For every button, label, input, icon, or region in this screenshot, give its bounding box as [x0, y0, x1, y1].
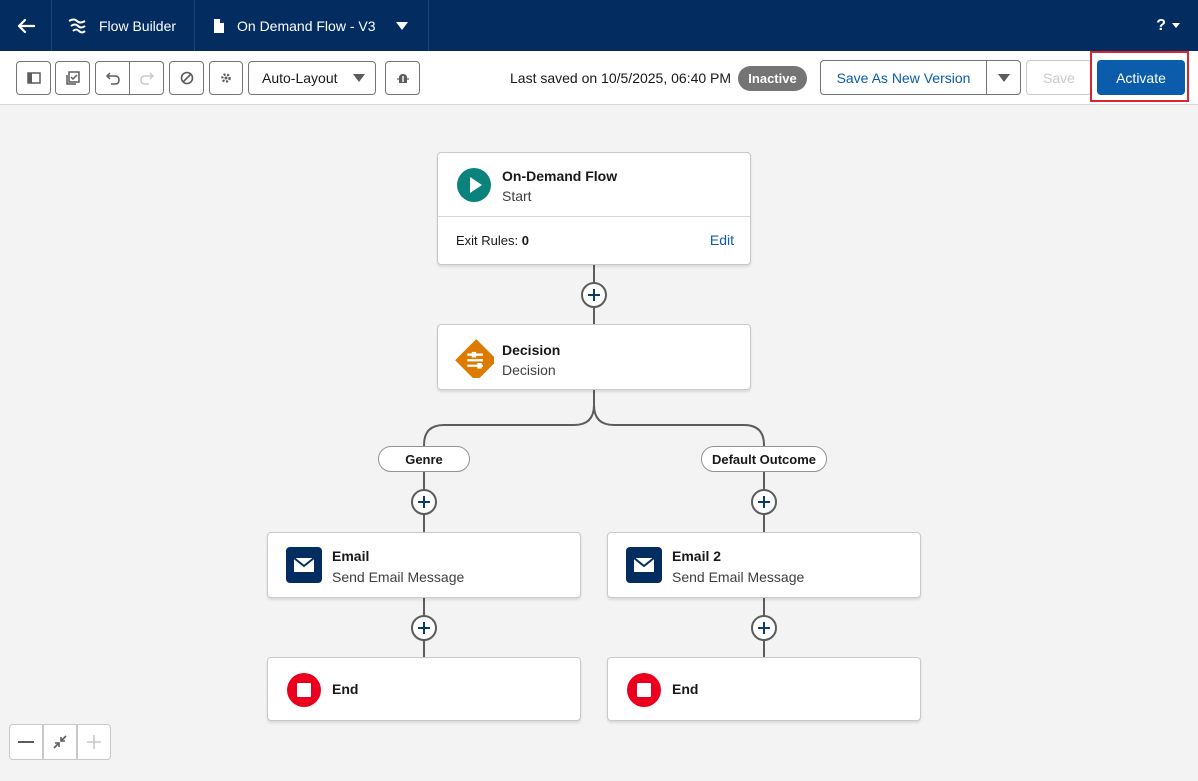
undo-button[interactable]	[95, 61, 130, 95]
disable-button[interactable]	[169, 61, 204, 95]
edit-exit-rules-link[interactable]: Edit	[709, 232, 734, 248]
start-node-title: On-Demand Flow	[502, 168, 618, 184]
plus-icon	[758, 496, 770, 508]
ban-icon	[180, 71, 193, 85]
redo-icon	[139, 72, 154, 85]
decision-node-title: Decision	[502, 342, 561, 358]
outcome-default-label[interactable]: Default Outcome	[701, 446, 827, 472]
bug-icon	[396, 74, 409, 83]
outcome-genre-label[interactable]: Genre	[378, 446, 470, 472]
fit-to-view-button[interactable]	[43, 724, 77, 760]
zoom-in-button[interactable]	[77, 724, 111, 760]
activate-highlight	[1090, 51, 1189, 102]
activate-button[interactable]: Activate	[1097, 60, 1185, 95]
back-arrow-icon	[17, 18, 35, 33]
email-2-node-subtitle: Send Email Message	[672, 569, 805, 585]
email-2-node[interactable]: Email 2 Send Email Message	[607, 532, 921, 598]
flow-name: On Demand Flow - V3	[237, 17, 376, 34]
settings-button[interactable]	[209, 61, 243, 95]
email-icon	[626, 547, 662, 583]
exit-rules-value: 0	[521, 233, 529, 248]
debug-button[interactable]	[385, 61, 420, 95]
plus-icon	[418, 496, 430, 508]
email-node-title: Email	[332, 548, 370, 564]
end-node-title: End	[332, 681, 359, 697]
start-node-footer: Exit Rules: 0 Edit	[438, 216, 750, 264]
chevron-down-icon	[997, 73, 1010, 82]
start-node[interactable]: On-Demand Flow Start Exit Rules: 0 Edit	[437, 152, 751, 265]
panel-icon	[26, 72, 41, 84]
layout-mode-select[interactable]: Auto-Layout	[248, 61, 376, 95]
exit-rules: Exit Rules: 0	[456, 233, 529, 248]
gear-icon	[221, 73, 231, 83]
save-button[interactable]: Save	[1026, 60, 1092, 95]
email-node[interactable]: Email Send Email Message	[267, 532, 581, 598]
add-element-button[interactable]	[411, 489, 437, 515]
layout-mode-value: Auto-Layout	[262, 70, 338, 86]
help-icon: ?	[1156, 16, 1166, 34]
play-icon	[457, 168, 491, 202]
app-name-section: Flow Builder	[52, 0, 195, 51]
plus-icon	[87, 735, 101, 749]
add-element-button[interactable]	[751, 615, 777, 641]
flow-name-tab[interactable]: On Demand Flow - V3	[195, 0, 429, 51]
toolbar: Auto-Layout Last saved on 10/5/2025, 06:…	[0, 51, 1198, 105]
exit-rules-label: Exit Rules:	[456, 233, 519, 248]
plus-icon	[588, 289, 600, 301]
save-options-dropdown[interactable]	[986, 60, 1021, 95]
flow-canvas[interactable]: On-Demand Flow Start Exit Rules: 0 Edit …	[0, 105, 1198, 781]
check-errors-button[interactable]	[55, 61, 90, 95]
email-2-node-title: Email 2	[672, 548, 722, 564]
add-element-button[interactable]	[411, 615, 437, 641]
contract-icon	[53, 735, 67, 749]
end-node[interactable]: End	[267, 657, 581, 721]
stop-icon	[627, 673, 661, 707]
plus-icon	[758, 622, 770, 634]
add-element-button[interactable]	[751, 489, 777, 515]
add-element-button[interactable]	[581, 282, 607, 308]
connector-default-branch	[593, 404, 765, 533]
zoom-controls	[9, 724, 111, 760]
decision-node[interactable]: Decision Decision	[437, 324, 751, 390]
connector-genre-branch	[423, 390, 595, 533]
checklist-icon	[65, 71, 80, 85]
flow-icon	[68, 18, 86, 33]
decision-node-subtitle: Decision	[502, 362, 556, 378]
decision-icon	[455, 339, 494, 378]
toggle-panel-button[interactable]	[16, 61, 51, 95]
chevron-down-icon	[353, 74, 365, 82]
document-icon	[214, 18, 224, 33]
back-button[interactable]	[0, 0, 52, 51]
status-badge: Inactive	[738, 66, 807, 91]
email-icon	[286, 547, 322, 583]
last-saved-text: Last saved on 10/5/2025, 06:40 PM	[510, 70, 732, 86]
start-node-subtitle: Start	[502, 188, 532, 204]
chevron-down-icon	[395, 21, 408, 30]
app-header: Flow Builder On Demand Flow - V3 ?	[0, 0, 1198, 51]
end-2-node-title: End	[672, 681, 699, 697]
undo-icon	[105, 72, 120, 85]
redo-button[interactable]	[130, 61, 164, 95]
zoom-out-button[interactable]	[9, 724, 43, 760]
help-menu[interactable]: ?	[1156, 0, 1180, 51]
app-name: Flow Builder	[99, 17, 177, 34]
caret-down-icon	[1172, 23, 1180, 28]
save-as-new-version-button[interactable]: Save As New Version	[820, 60, 987, 95]
stop-icon	[287, 673, 321, 707]
plus-icon	[418, 622, 430, 634]
minus-icon	[18, 741, 34, 743]
email-node-subtitle: Send Email Message	[332, 569, 465, 585]
end-2-node[interactable]: End	[607, 657, 921, 721]
